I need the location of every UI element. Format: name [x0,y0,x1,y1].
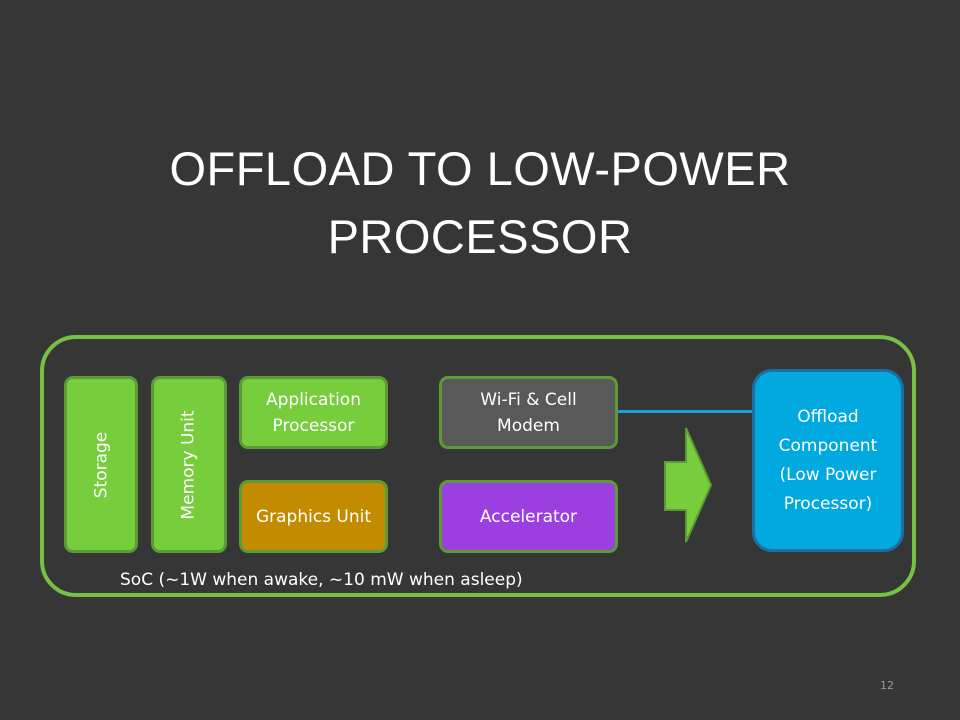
memory-unit-block: Memory Unit [151,376,227,553]
application-processor-block: Application Processor [239,376,388,449]
page-number: 12 [880,679,894,692]
offload-component-block: Offload Component (Low Power Processor) [752,369,904,552]
storage-block: Storage [64,376,138,553]
application-processor-label: Application Processor [266,389,361,436]
graphics-unit-block: Graphics Unit [239,480,388,553]
wifi-cell-modem-block: Wi-Fi & Cell Modem [439,376,618,449]
storage-label: Storage [90,431,111,498]
wifi-cell-modem-label: Wi-Fi & Cell Modem [480,389,577,436]
soc-caption: SoC (~1W when awake, ~10 mW when asleep) [120,570,523,590]
slide-title: OFFLOAD TO LOW-POWER PROCESSOR [60,135,900,271]
soc-frame [40,335,916,597]
memory-unit-label: Memory Unit [179,409,199,520]
modem-to-offload-connector [618,410,752,413]
offload-component-label: Offload Component (Low Power Processor) [778,406,878,514]
accelerator-block: Accelerator [439,480,618,553]
graphics-unit-label: Graphics Unit [255,506,372,527]
accelerator-label: Accelerator [479,506,578,527]
slide-title-line-1: OFFLOAD TO LOW-POWER [169,142,791,195]
right-arrow-icon [664,427,713,543]
slide-title-line-2: PROCESSOR [327,210,633,263]
